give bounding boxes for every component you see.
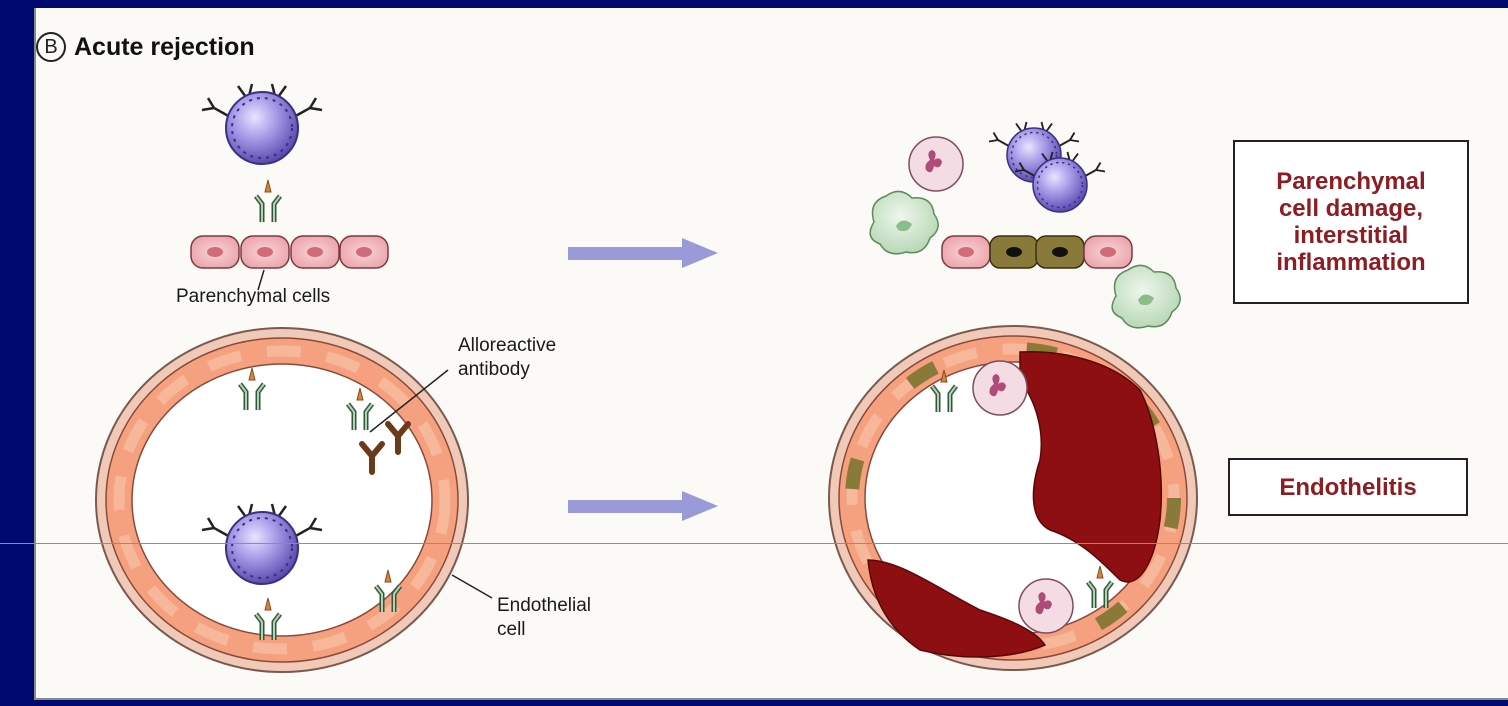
damaged-parenchymal-row (942, 236, 1132, 268)
outcome-endothelitis: Endothelitis (1228, 458, 1468, 516)
arrow-top (568, 238, 718, 268)
label-endothelial-cell: Endothelial cell (497, 594, 591, 642)
panel-title-text: Acute rejection (74, 33, 255, 62)
lymphocyte-top-left (202, 84, 322, 222)
parenchymal-cells-row-left (191, 236, 388, 268)
outcome-parenchymal-damage: Parenchymal cell damage, interstitial in… (1233, 140, 1469, 304)
endothelial-label-leader (452, 575, 492, 598)
vessel-left (96, 328, 468, 672)
divider-line (0, 543, 1508, 544)
infiltrate-top-right (870, 122, 1180, 328)
panel-title: B Acute rejection (36, 30, 255, 64)
arrow-bottom (568, 491, 718, 521)
label-alloreactive-antibody: Alloreactive antibody (458, 334, 556, 382)
label-parenchymal-cells: Parenchymal cells (176, 285, 330, 309)
panel-badge: B (36, 32, 66, 62)
